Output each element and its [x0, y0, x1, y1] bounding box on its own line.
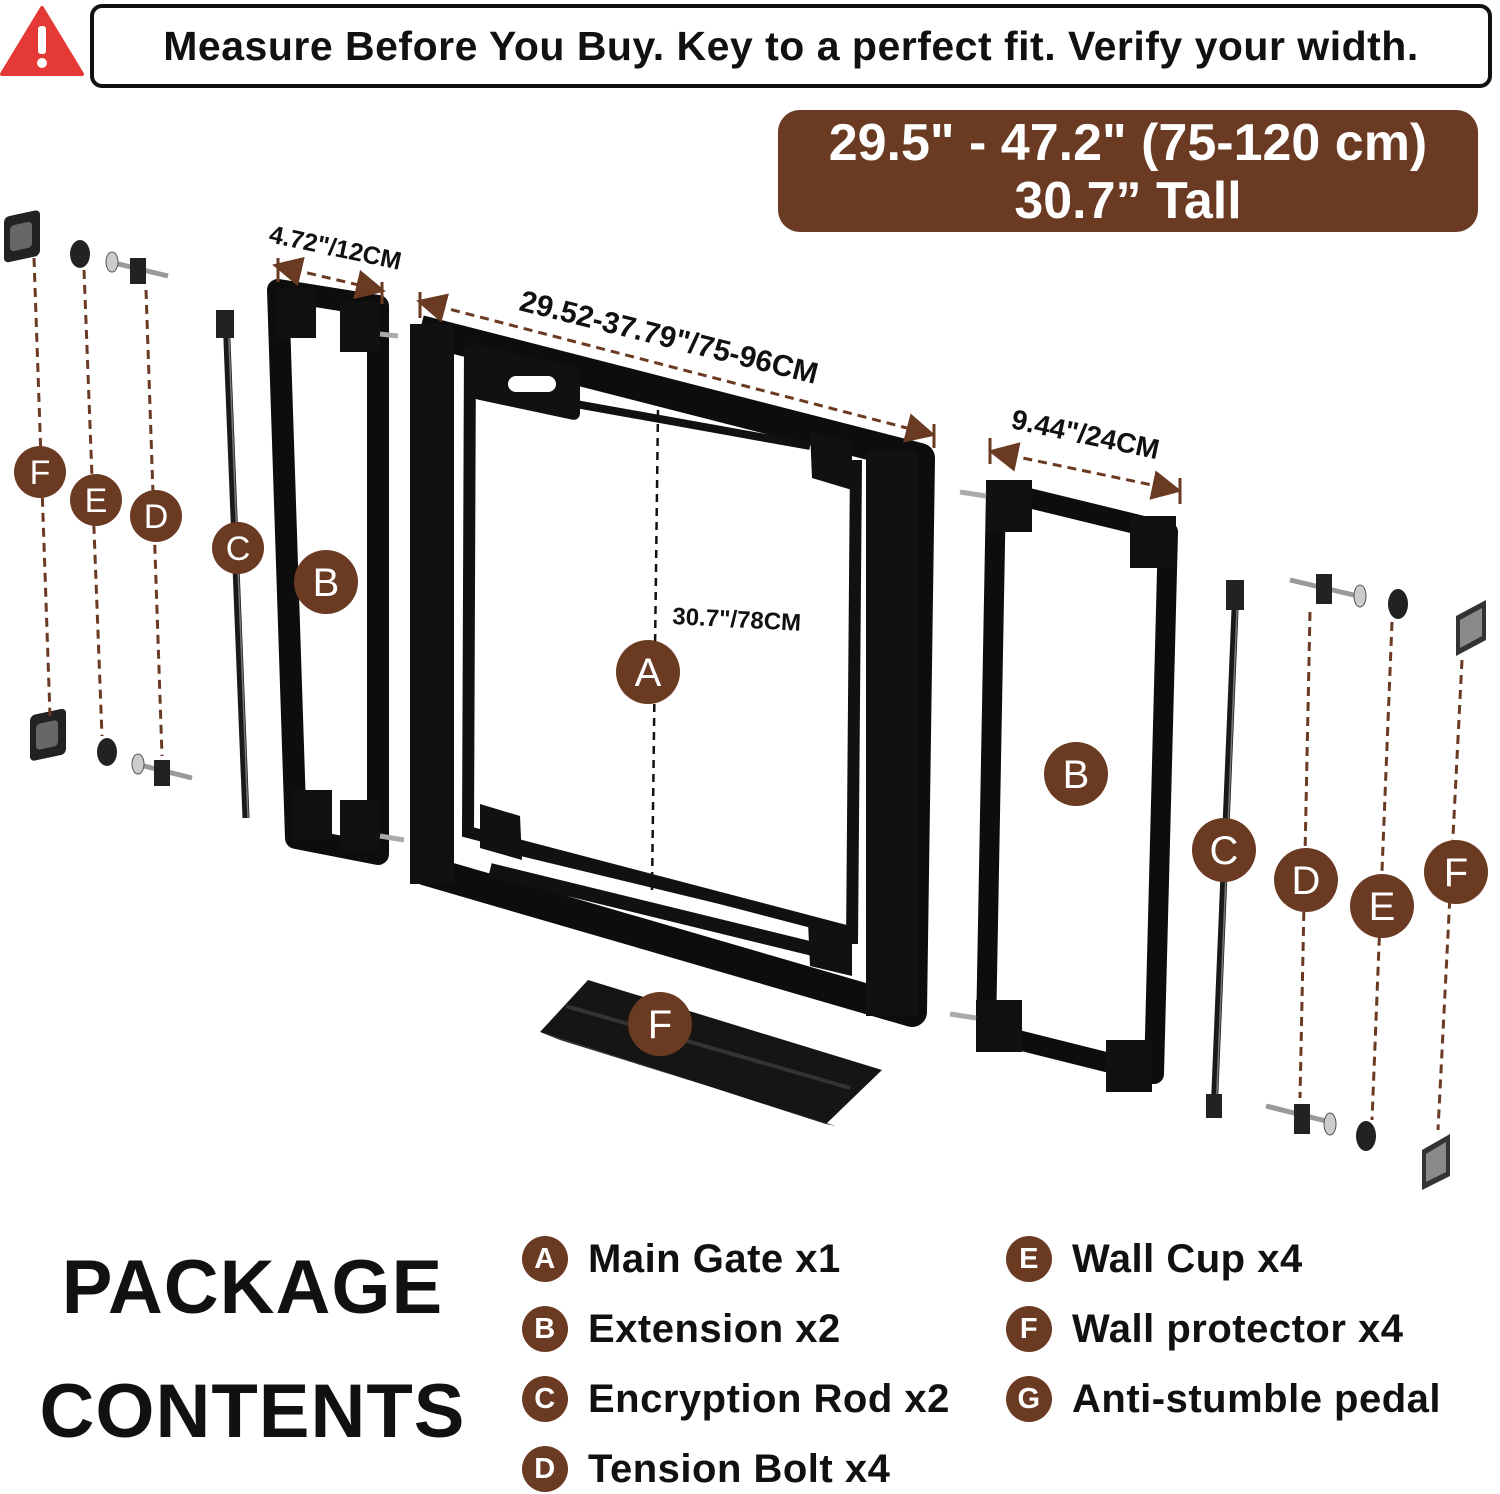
wall-protector-right	[1422, 600, 1486, 1190]
svg-text:F: F	[1444, 851, 1468, 895]
legend-item-e: E Wall Cup x4	[1006, 1236, 1303, 1282]
svg-text:C: C	[226, 530, 251, 568]
legend-badge-g: G	[1006, 1376, 1052, 1422]
legend-label-d: Tension Bolt x4	[588, 1446, 891, 1491]
badge-f-pedal: F	[628, 992, 692, 1056]
legend-label-g: Anti-stumble pedal	[1072, 1376, 1442, 1421]
legend-badge-d: D	[522, 1446, 568, 1492]
width-range-text: 29.5" - 47.2" (75-120 cm)	[828, 114, 1428, 172]
badge-f-right: F	[1424, 840, 1488, 904]
svg-text:D: D	[144, 498, 169, 536]
extension-large-dimension: 9.44"/24CM	[1009, 404, 1162, 466]
svg-text:A: A	[635, 651, 662, 695]
badge-b-left: B	[294, 550, 358, 614]
legend-item-a: A Main Gate x1	[522, 1236, 841, 1282]
size-range-box: 29.5" - 47.2" (75-120 cm) 30.7” Tall	[778, 110, 1478, 232]
badge-d-left: D	[130, 490, 182, 542]
wall-cup-right	[1356, 589, 1408, 1151]
svg-text:B: B	[313, 561, 340, 605]
exploded-parts-illustration: 4.72"/12CM 29.52-37.79"/75-96CM 9.44"/24…	[0, 6, 1488, 1190]
svg-text:B: B	[1063, 753, 1090, 797]
badge-e-left: E	[70, 474, 122, 526]
warning-exclamation-icon	[0, 6, 84, 76]
svg-text:F: F	[648, 1003, 672, 1047]
badge-a: A	[616, 640, 680, 704]
badge-e-right: E	[1350, 874, 1414, 938]
gate-height-dimension: 30.7"/78CM	[672, 603, 802, 637]
legend-label-c: Encryption Rod x2	[588, 1376, 950, 1421]
legend-label-a: Main Gate x1	[588, 1236, 841, 1281]
legend-item-f: F Wall protector x4	[1006, 1306, 1404, 1352]
badge-c-left: C	[212, 522, 264, 574]
package-title-line1: PACKAGE	[61, 1245, 444, 1330]
svg-text:E: E	[1369, 885, 1396, 929]
measure-warning-banner: Measure Before You Buy. Key to a perfect…	[90, 4, 1492, 88]
legend-item-g: G Anti-stumble pedal	[1006, 1376, 1441, 1422]
legend-badge-f: F	[1006, 1306, 1052, 1352]
extension-small-dimension: 4.72"/12CM	[267, 220, 404, 275]
anti-stumble-pedal	[540, 980, 882, 1126]
legend-badge-c: C	[522, 1376, 568, 1422]
legend-item-c: C Encryption Rod x2	[522, 1376, 950, 1422]
diagram-badges: F E D C B A F B C D E F	[14, 446, 1488, 1056]
svg-text:C: C	[1210, 829, 1239, 873]
legend-badge-a: A	[522, 1236, 568, 1282]
legend-item-b: B Extension x2	[522, 1306, 841, 1352]
badge-f-left: F	[14, 446, 66, 498]
svg-text:E: E	[85, 482, 108, 520]
legend-label-f: Wall protector x4	[1072, 1306, 1404, 1351]
badge-d-right: D	[1274, 848, 1338, 912]
package-title-line2: CONTENTS	[39, 1369, 466, 1454]
svg-text:F: F	[30, 454, 51, 492]
legend-item-d: D Tension Bolt x4	[522, 1446, 890, 1492]
height-text: 30.7” Tall	[1014, 172, 1242, 230]
legend-label-b: Extension x2	[588, 1306, 841, 1351]
banner-text: Measure Before You Buy. Key to a perfect…	[163, 22, 1419, 69]
badge-b-right: B	[1044, 742, 1108, 806]
svg-text:D: D	[1292, 859, 1321, 903]
legend-label-e: Wall Cup x4	[1072, 1236, 1303, 1281]
legend-badge-e: E	[1006, 1236, 1052, 1282]
legend-badge-b: B	[522, 1306, 568, 1352]
extension-small	[267, 279, 405, 865]
badge-c-right: C	[1192, 818, 1256, 882]
